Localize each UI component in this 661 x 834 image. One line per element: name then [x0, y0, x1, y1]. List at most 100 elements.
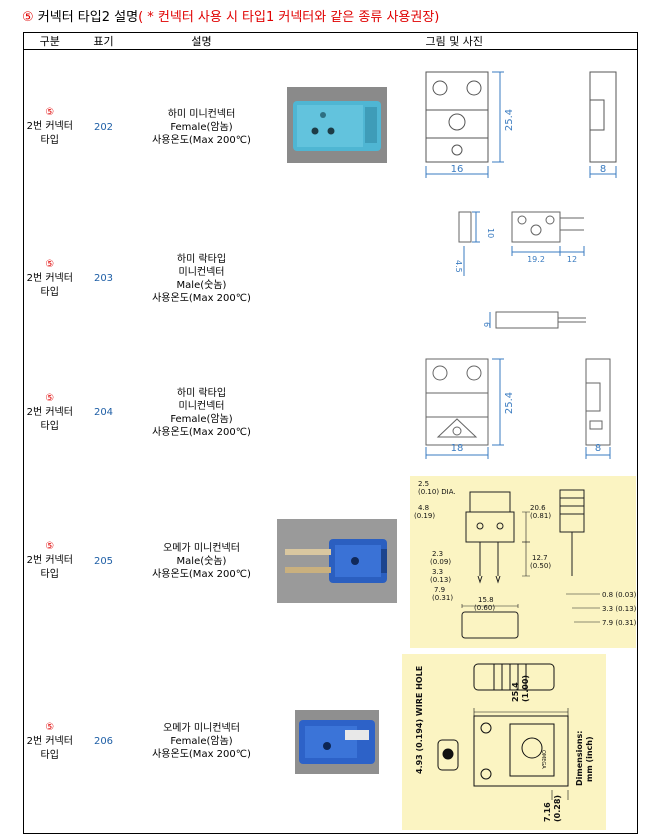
drawing-205: 2.5 (0.10) DIA. 4.8 (0.19) 20.6 (0.81) 2…: [414, 480, 636, 639]
title-number: ⑤: [22, 10, 34, 25]
title-note: ( * 컨넥터 사용 시 타입1 커넥터와 같은 종류 사용권장): [138, 10, 440, 25]
desc-line: 하미 락타입: [176, 387, 227, 399]
drawing-cell: 16 25.4 8: [402, 50, 638, 205]
photo-cell: [272, 353, 402, 472]
header-pic: 그림 및 사진: [271, 32, 638, 50]
dim-dia: 2.5: [418, 480, 429, 488]
dim-e1: 7.9: [434, 586, 445, 594]
dim-height: 25.4: [504, 109, 515, 131]
row-kind: ⑤ 2번 커넥터 타입: [24, 50, 76, 205]
row-desc: 하미 락타입 미니컨넥터 Male(숫놈) 사용온도(Max 200℃): [132, 204, 272, 353]
dim-s3: 7.9 (0.31): [602, 619, 636, 627]
drawing-cell: 18 25.4 8: [402, 353, 638, 472]
desc-line: Male(숫놈): [176, 279, 227, 291]
row-kind-label2: 타입: [40, 569, 59, 580]
row-number: ⑤: [45, 107, 55, 118]
photo-cell: [272, 204, 402, 353]
table-row: ⑤ 2번 커넥터 타입 203 하미 락타입 미니컨넥터 Male(숫놈) 사용…: [24, 204, 638, 353]
row-number: ⑤: [45, 721, 55, 733]
dim-hole: 4.93 (0.194) WIRE HOLE: [415, 666, 424, 774]
drawing-204: 18 25.4 8: [425, 358, 611, 459]
dim-h2: (0.81): [530, 512, 551, 520]
dim-left: 4.5: [454, 260, 463, 273]
row-kind-label: 2번 커넥터: [26, 735, 73, 747]
row-kind: ⑤ 2번 커넥터 타입: [24, 650, 76, 834]
row-kind-label: 2번 커넥터: [26, 121, 73, 132]
row-code: 204: [93, 407, 114, 418]
drawing-205-bg: 2.5 (0.10) DIA. 4.8 (0.19) 20.6 (0.81) 2…: [409, 476, 636, 648]
dim-b1: 19.2: [527, 255, 545, 264]
desc-line: Female(암놈): [170, 736, 233, 747]
desc-line: 오메가 미니컨넥터: [163, 542, 240, 554]
desc-line: Female(암놈): [170, 121, 233, 133]
desc-line: 사용온도(Max 200℃): [152, 568, 251, 580]
row-kind-label2: 타입: [40, 749, 59, 761]
photo-cell: [272, 472, 402, 650]
dim-s1: 0.8 (0.03): [602, 591, 636, 599]
desc-line: 사용온도(Max 200℃): [152, 134, 251, 146]
table-row: ⑤ 2번 커넥터 타입 202 하미 미니컨넥터 Female(암놈) 사용온도…: [24, 50, 638, 205]
row-number: ⑤: [45, 258, 55, 270]
dim-a2: (0.19): [414, 512, 435, 520]
table-row: ⑤ 2번 커넥터 타입 206 오메가 미니컨넥터 Female(암놈) 사용온…: [24, 650, 638, 834]
row-number: ⑤: [45, 392, 55, 404]
connector-photo-omega-female: [294, 709, 379, 774]
desc-line: 오메가 미니컨넥터: [163, 723, 240, 734]
dim-w1: 25.4: [511, 682, 520, 702]
dim-b2: 12: [567, 255, 577, 264]
header-desc: 설명: [131, 32, 272, 50]
desc-line: Female(암놈): [170, 413, 233, 425]
dim-unit: mm (inch): [585, 736, 594, 782]
dim-p2: (0.50): [530, 562, 551, 570]
dim-t1: 7.16: [543, 802, 552, 822]
connector-photo-omega-male: [276, 519, 397, 603]
dim-side: 8: [600, 164, 606, 175]
connector-table: 구분 표기 설명 그림 및 사진 ⑤ 2번 커넥터 타입 202 하미 미니컨넥…: [23, 32, 638, 834]
dim-p1: 12.7: [532, 554, 548, 562]
row-code: 205: [93, 555, 114, 567]
row-kind-label2: 타입: [40, 286, 59, 298]
row-code: 202: [93, 121, 114, 133]
dim-label: Dimensions:: [575, 731, 584, 787]
row-desc: 오메가 미니컨넥터 Female(암놈) 사용온도(Max 200℃): [132, 650, 272, 834]
title-main: 커넥터 타입2 설명: [37, 10, 139, 25]
dim-e2: (0.31): [432, 594, 453, 602]
photo-cell: [272, 50, 402, 200]
row-desc: 하미 락타입 미니컨넥터 Female(암놈) 사용온도(Max 200℃): [132, 353, 272, 472]
row-kind: ⑤ 2번 커넥터 타입: [24, 353, 76, 472]
row-kind-label: 2번 커넥터: [26, 555, 73, 566]
dim-t2: (0.28): [553, 795, 562, 822]
drawing-cell: 10 4.5 19.2 12 6: [402, 204, 638, 353]
row-desc: 오메가 미니컨넥터 Male(숫놈) 사용온도(Max 200℃): [132, 472, 272, 650]
drawing-203: 10 4.5 19.2 12 6: [454, 211, 587, 329]
dim-c2: (0.13): [430, 576, 451, 584]
row-code: 206: [93, 736, 114, 747]
dim-width: 16: [451, 164, 464, 175]
table-row: ⑤ 2번 커넥터 타입 204 하미 락타입 미니컨넥터 Female(암놈) …: [24, 353, 638, 472]
dim-side: 6: [482, 322, 491, 327]
drawing-202: 16 25.4 8: [425, 71, 617, 178]
dim-s2: 3.3 (0.13): [602, 605, 636, 613]
header-kind: 구분: [23, 32, 76, 50]
drawing-206-bg: 4.93 (0.194) WIRE HOLE 25.4 (1.00) Dimen…: [401, 654, 606, 830]
brand-label: OMEGA: [540, 750, 546, 769]
row-kind: ⑤ 2번 커넥터 타입: [24, 472, 76, 650]
row-kind-label: 2번 커넥터: [26, 272, 73, 284]
dim-dia2: (0.10) DIA.: [418, 488, 456, 496]
dim-h1: 20.6: [530, 504, 546, 512]
desc-line: 사용온도(Max 200℃): [152, 426, 251, 438]
dim-b1: 2.3: [432, 550, 443, 558]
dim-w2: (1.00): [521, 675, 530, 702]
table-header-row: 구분 표기 설명 그림 및 사진: [23, 32, 638, 50]
dim-width: 18: [451, 443, 464, 454]
photo-cell: [272, 650, 402, 833]
row-number: ⑤: [45, 541, 55, 552]
row-kind: ⑤ 2번 커넥터 타입: [24, 204, 76, 353]
dim-w2: (0.60): [474, 604, 495, 612]
dim-height: 25.4: [504, 392, 515, 414]
dim-w1: 15.8: [478, 596, 494, 604]
page-title: ⑤ 커넥터 타입2 설명( * 컨넥터 사용 시 타입1 커넥터와 같은 종류 …: [22, 6, 439, 25]
desc-line: 사용온도(Max 200℃): [152, 749, 251, 760]
drawing-206: 4.93 (0.194) WIRE HOLE 25.4 (1.00) Dimen…: [415, 663, 594, 822]
row-kind-label2: 타입: [40, 135, 59, 146]
